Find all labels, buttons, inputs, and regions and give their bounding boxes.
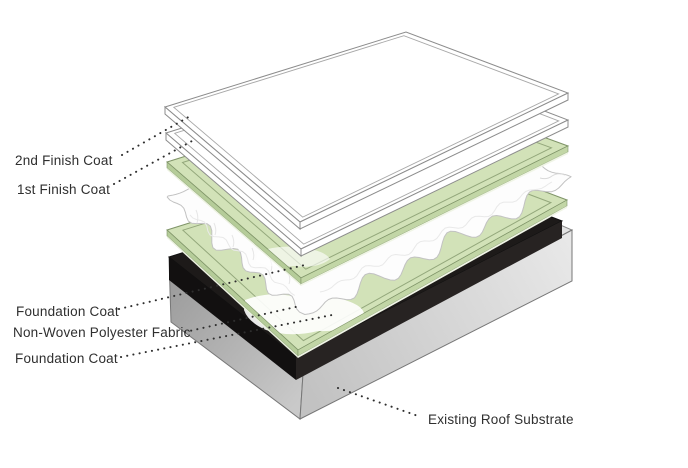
leader-lines xyxy=(113,114,422,418)
leader-1st-finish-coat xyxy=(113,140,193,185)
leader-foundation-coat-bottom xyxy=(120,314,333,358)
label-foundation-coat-bottom: Foundation Coat xyxy=(15,351,118,366)
label-substrate: Existing Roof Substrate xyxy=(428,412,574,427)
label-1st-finish-coat: 1st Finish Coat xyxy=(17,182,111,197)
leader-foundation-coat-top xyxy=(118,263,310,310)
label-2nd-finish-coat: 2nd Finish Coat xyxy=(15,153,113,168)
label-fabric: Non-Woven Polyester Fabric xyxy=(13,325,191,340)
leader-substrate xyxy=(337,387,422,418)
label-foundation-coat-top: Foundation Coat xyxy=(16,304,119,319)
leader-2nd-finish-coat xyxy=(121,114,193,156)
leader-fabric xyxy=(184,305,301,333)
layer-2nd-finish-coat xyxy=(163,31,570,231)
